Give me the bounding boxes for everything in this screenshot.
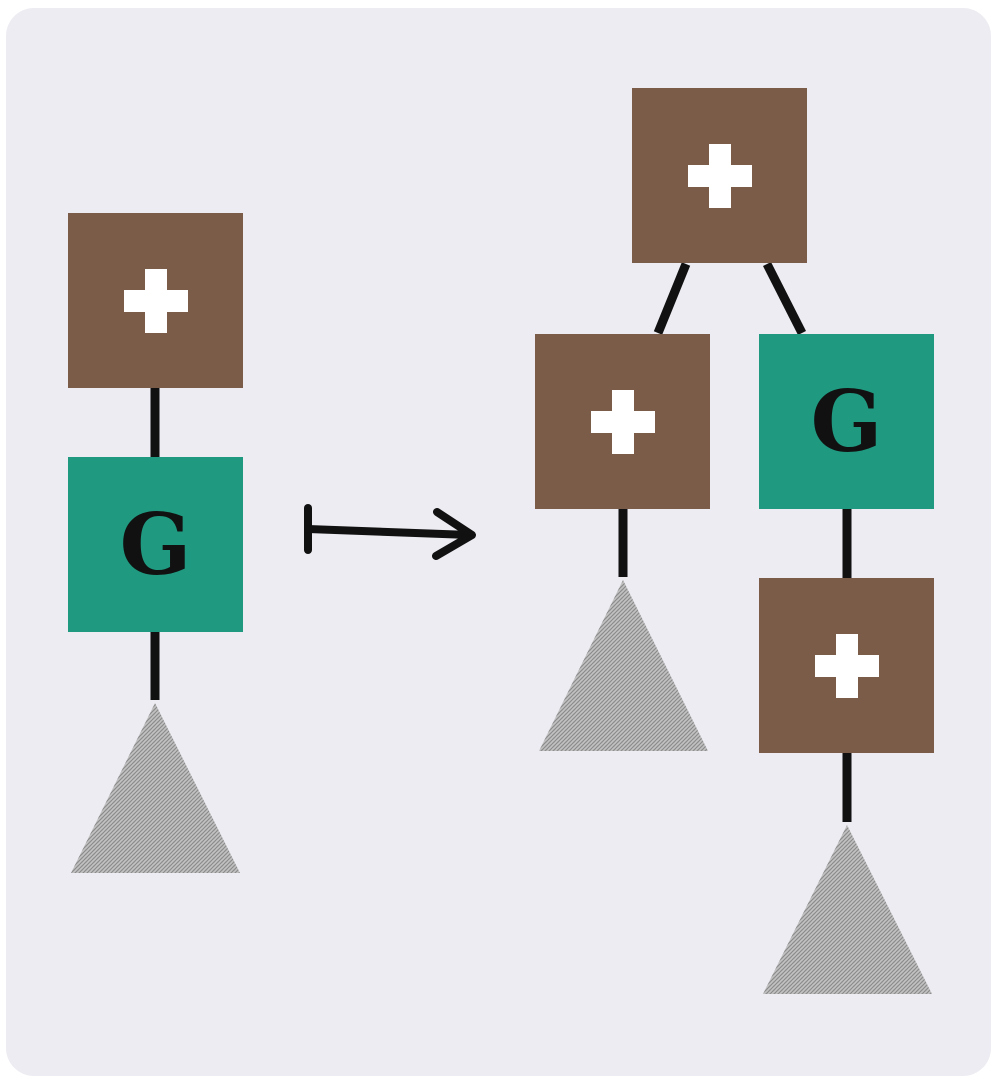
subtree-triangle-icon [763, 825, 932, 994]
generator-label: G [119, 494, 192, 594]
plus-icon [687, 143, 752, 208]
left-root-plus-node [68, 213, 243, 388]
subtree-triangle-icon [539, 580, 708, 751]
right-bottom-plus-node [759, 578, 934, 753]
edge-right-root-to-right-child [762, 261, 807, 336]
plus-icon [590, 389, 655, 454]
plus-icon [814, 633, 879, 698]
generator-label: G [810, 371, 883, 471]
right-root-plus-node [632, 88, 807, 263]
plus-icon [123, 268, 188, 333]
right-generator-node: G [759, 334, 934, 509]
subtree-triangle-icon [71, 703, 240, 873]
maps-to-arrow-icon [304, 504, 476, 560]
right-left-plus-node [535, 334, 710, 509]
edge-right-root-to-left-child [653, 262, 691, 335]
left-generator-node: G [68, 457, 243, 632]
